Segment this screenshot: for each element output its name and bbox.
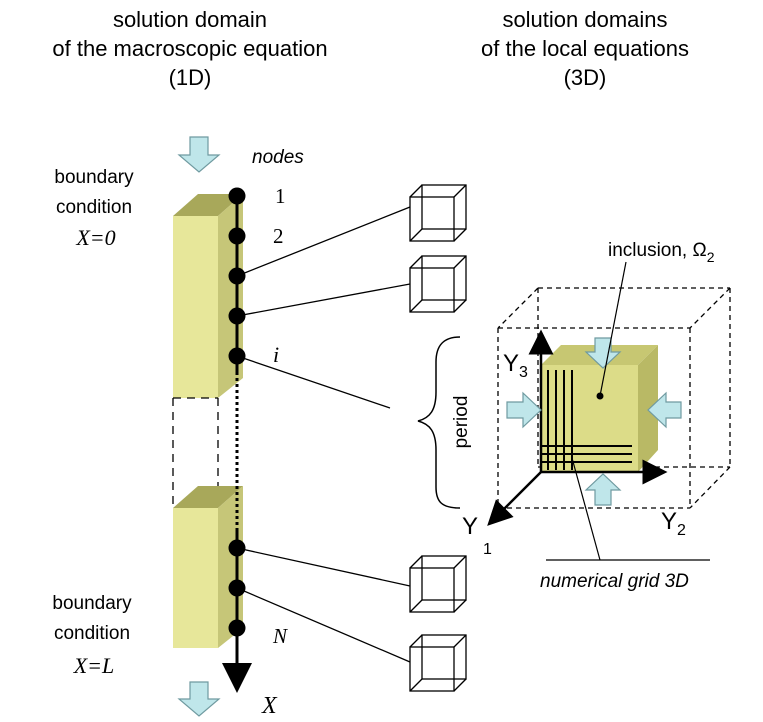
local-cube-icon — [409, 184, 467, 242]
axis-y2-label: Y2 — [661, 508, 686, 539]
inclusion-leader — [599, 261, 627, 397]
boundary-condition-top: boundary condition — [54, 167, 134, 218]
bc-top-line1: boundary — [54, 167, 134, 188]
local-cube-icon — [409, 555, 467, 613]
axis-y3-label: Y3 — [503, 350, 528, 381]
node-label-1: 1 — [275, 184, 286, 208]
axis-y1-label: Y1 — [462, 513, 492, 558]
axis-y1-text: Y — [462, 513, 478, 540]
axis-x-label: X — [261, 693, 278, 719]
left-heading: solution domain of the macroscopic equat… — [52, 7, 327, 90]
left-heading-line3: (1D) — [169, 65, 212, 90]
period-label: period — [451, 396, 472, 449]
bc-bottom-value: X=L — [73, 653, 115, 678]
inclusion-label-text: inclusion, Ω — [608, 240, 707, 261]
axis-y3-sub: 3 — [519, 364, 528, 381]
axis-y3-text: Y — [503, 350, 519, 377]
period-brace — [417, 336, 461, 509]
axis-y2-sub: 2 — [677, 522, 686, 539]
node-dot — [228, 227, 246, 245]
nodes-label: nodes — [252, 147, 304, 168]
node-dot — [228, 619, 246, 637]
numerical-grid-label: numerical grid 3D — [540, 571, 689, 592]
flow-arrow-bottom-icon — [177, 681, 221, 717]
flow-arrow-top-icon — [177, 136, 221, 173]
axis-y2-text: Y — [661, 508, 677, 535]
numerical-grid — [541, 370, 632, 470]
node-label-i: i — [273, 342, 279, 367]
bc-top-value: X=0 — [75, 225, 115, 250]
node-dot — [228, 187, 246, 205]
y-axes — [487, 329, 668, 526]
node-label-2: 2 — [273, 224, 284, 248]
macroscopic-bar-upper — [173, 194, 243, 398]
bc-bottom-line1: boundary — [52, 593, 132, 614]
node-dots — [228, 187, 246, 637]
grid-leader — [571, 457, 601, 561]
load-arrow-bottom-icon — [584, 473, 622, 506]
left-heading-line2: of the macroscopic equation — [52, 36, 327, 61]
left-heading-line1: solution domain — [113, 7, 267, 32]
node-label-n: N — [272, 624, 288, 648]
right-heading: solution domains of the local equations … — [481, 7, 689, 90]
load-arrow-left-icon — [506, 391, 542, 429]
inclusion-label-sub: 2 — [707, 249, 715, 265]
local-cube-icon — [409, 255, 467, 313]
load-arrow-right-icon — [647, 391, 682, 429]
inclusion-label: inclusion, Ω2 — [608, 240, 715, 265]
right-heading-line1: solution domains — [502, 7, 667, 32]
bc-bottom-line2: condition — [54, 623, 130, 644]
bc-top-line2: condition — [56, 197, 132, 218]
local-cube-icon — [409, 634, 467, 692]
right-heading-line3: (3D) — [564, 65, 607, 90]
node-connectors — [236, 206, 411, 663]
boundary-condition-bottom: boundary condition — [52, 593, 132, 644]
local-cube-icons — [409, 184, 467, 692]
inclusion-cube — [541, 345, 658, 472]
load-arrows — [506, 337, 682, 506]
axis-y1-sub: 1 — [483, 541, 492, 558]
right-heading-line2: of the local equations — [481, 36, 689, 61]
